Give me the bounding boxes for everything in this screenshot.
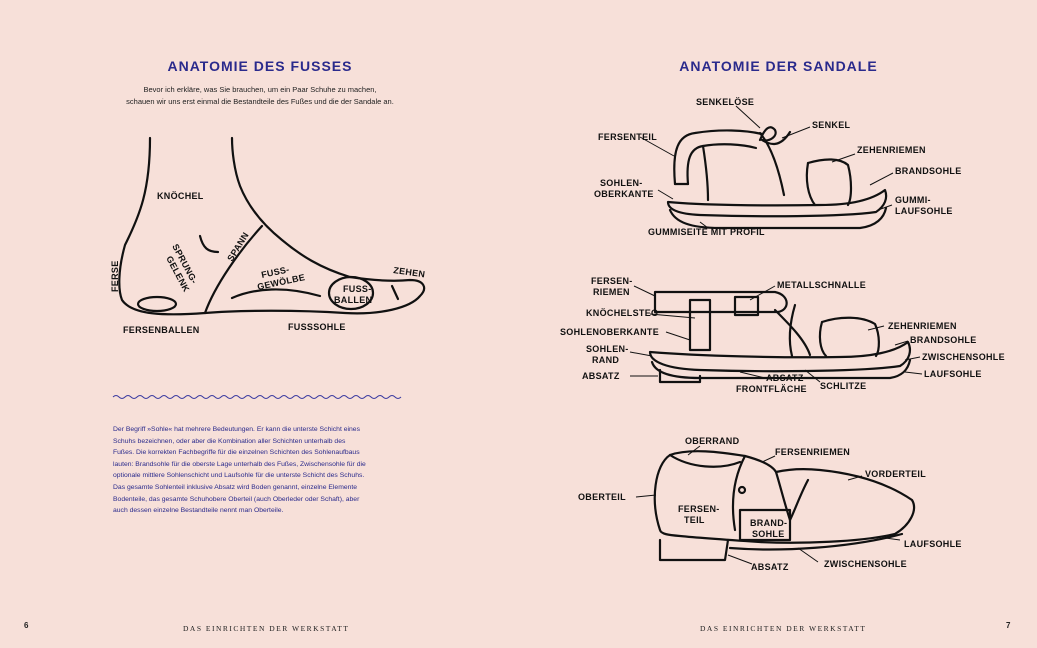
label-absatzfrontflaeche-1: ABSATZ- (766, 373, 807, 383)
intro-line: schauen wir uns erst einmal die Bestandt… (126, 97, 394, 106)
label-schlitze: SCHLITZE (820, 381, 866, 391)
label-metallschnalle: METALLSCHNALLE (777, 280, 866, 290)
label-fersenteil-3-1: FERSEN- (678, 504, 720, 514)
intro-line: Bevor ich erkläre, was Sie brauchen, um … (143, 85, 377, 94)
label-oberrand: OBERRAND (685, 436, 740, 446)
label-absatz-3: ABSATZ (751, 562, 789, 572)
footer-right: DAS EINRICHTEN DER WERKSTATT (700, 624, 867, 633)
label-senkel: SENKEL (812, 120, 851, 130)
label-fersenballen: FERSENBALLEN (123, 325, 200, 335)
label-fersenteil-3-2: TEIL (684, 515, 705, 525)
label-brandsohle: BRANDSOHLE (895, 166, 962, 176)
label-knoechelsteg: KNÖCHELSTEG (586, 308, 658, 318)
label-absatzfrontflaeche-2: FRONTFLÄCHE (736, 384, 807, 394)
label-gummilaufsohle-2: LAUFSOHLE (895, 206, 953, 216)
label-sohlenrand-2: RAND (592, 355, 619, 365)
label-fussballen-2: BALLEN (334, 295, 372, 305)
body-line: Der Begriff »Sohle« hat mehrere Bedeutun… (113, 426, 360, 433)
body-line: Fußes. Die korrekten Fachbegriffe für di… (113, 449, 360, 457)
label-fersenriemen-1: FERSEN- (591, 276, 633, 286)
label-zwischensohle-3: ZWISCHENSOHLE (824, 559, 907, 569)
label-zwischensohle: ZWISCHENSOHLE (922, 352, 1005, 362)
label-zehenriemen: ZEHENRIEMEN (857, 145, 926, 155)
label-sohlenrand-1: SOHLEN- (586, 344, 629, 354)
wavy-divider (112, 395, 402, 399)
label-laufsohle-3: LAUFSOHLE (904, 539, 962, 549)
page-number-left: 6 (24, 621, 29, 630)
label-ferse: FERSE (110, 260, 120, 292)
shoe-3-illustration: OBERRAND FERSENRIEMEN VORDERTEIL OBERTEI… (578, 436, 962, 572)
body-line: Bodenteile, das gesamte Schuhobere Obert… (113, 495, 360, 503)
body-line: Schuhs bezeichnen, oder aber die Kombina… (113, 437, 346, 445)
intro-text: Bevor ich erkläre, was Sie brauchen, um … (0, 84, 520, 108)
label-vorderteil: VORDERTEIL (865, 469, 926, 479)
label-zehenriemen-2: ZEHENRIEMEN (888, 321, 957, 331)
label-zehen: ZEHEN (393, 265, 426, 279)
label-laufsohle: LAUFSOHLE (924, 369, 982, 379)
label-fersenriemen-2: RIEMEN (593, 287, 630, 297)
sandal-2-illustration: FERSEN- RIEMEN METALLSCHNALLE KNÖCHELSTE… (560, 276, 1005, 394)
label-gummiseite: GUMMISEITE MIT PROFIL (648, 227, 765, 237)
left-page-title: ANATOMIE DES FUSSES (167, 58, 353, 74)
label-fersenriemen-3: FERSENRIEMEN (775, 447, 850, 457)
body-paragraph: Der Begriff »Sohle« hat mehrere Bedeutun… (113, 424, 413, 517)
label-gummilaufsohle-1: GUMMI- (895, 195, 931, 205)
foot-illustration: KNÖCHEL SPRUNG- GELENK SPANN FERSE FUSS-… (110, 136, 426, 335)
label-brandsohle-2: BRANDSOHLE (910, 335, 977, 345)
footer-left: DAS EINRICHTEN DER WERKSTATT (183, 624, 350, 633)
label-knoechel: KNÖCHEL (157, 191, 204, 201)
label-brandsohle-3-2: SOHLE (752, 529, 785, 539)
sandal-1-illustration: SENKELÖSE SENKEL FERSENTEIL ZEHENRIEMEN … (594, 97, 962, 237)
label-sohlenoberkante-2: OBERKANTE (594, 189, 654, 199)
label-fussballen-1: FUSS- (343, 284, 372, 294)
right-page-title: ANATOMIE DER SANDALE (679, 58, 878, 74)
label-brandsohle-3-1: BRAND- (750, 518, 787, 528)
label-sohlenoberkante: SOHLENOBERKANTE (560, 327, 659, 337)
label-absatz: ABSATZ (582, 371, 620, 381)
body-line: Das gesamte Sohlenteil inklusive Absatz … (113, 483, 358, 491)
label-fusssohle: FUSSSOHLE (288, 322, 346, 332)
label-spann: SPANN (225, 230, 251, 263)
label-senkeloese: SENKELÖSE (696, 97, 754, 107)
label-sohlenoberkante-1: SOHLEN- (600, 178, 643, 188)
body-line: lauten: Brandsohle für die oberste Lage … (113, 460, 366, 468)
body-line: auch dessen einzelne Bestandteile nennt … (113, 507, 284, 515)
body-line: optionale mittlere Sohlenschicht und Lau… (113, 472, 365, 480)
page-number-right: 7 (1006, 621, 1011, 630)
label-oberteil: OBERTEIL (578, 492, 626, 502)
label-fersenteil: FERSENTEIL (598, 132, 657, 142)
